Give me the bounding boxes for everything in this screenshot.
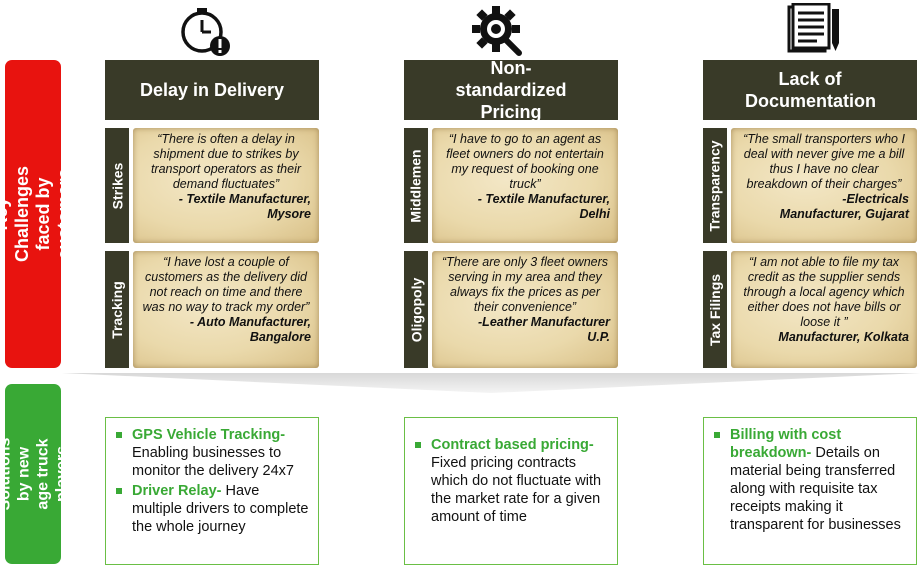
gear-magnifier-icon bbox=[470, 4, 524, 58]
quote-source: -Leather Manufacturer U.P. bbox=[478, 315, 610, 344]
quote-text: “There are only 3 fleet owners serving i… bbox=[441, 255, 609, 314]
quote-card: “There is often a delay in shipment due … bbox=[133, 128, 319, 243]
solution-item: Contract based pricing- Fixed pricing co… bbox=[415, 436, 611, 526]
tab-label: Oligopoly bbox=[408, 277, 424, 342]
solution-item: Billing with cost breakdown- Details on … bbox=[714, 426, 910, 534]
tab-label: Middlemen bbox=[408, 148, 424, 223]
solution-item: Driver Relay- Have multiple drivers to c… bbox=[116, 482, 312, 536]
solution-title: Contract based pricing- bbox=[431, 437, 594, 453]
quote-card: “I have lost a couple of customers as th… bbox=[133, 251, 319, 368]
header-lack-of-documentation: Lack of Documentation bbox=[703, 60, 917, 120]
quote-card: “The small transporters who I deal with … bbox=[731, 128, 917, 243]
challenges-banner-label: Key Challenges faced by customers bbox=[0, 165, 74, 263]
tab-tracking: Tracking bbox=[105, 251, 129, 368]
solution-text: Fixed pricing contracts which do not flu… bbox=[431, 455, 602, 525]
solution-text: Details on material being transferred al… bbox=[730, 445, 901, 533]
quote-source: - Auto Manufacturer, Bangalore bbox=[189, 315, 311, 344]
tab-oligopoly: Oligopoly bbox=[404, 251, 428, 368]
challenges-banner: Key Challenges faced by customers bbox=[0, 60, 74, 368]
solution-box-documentation: Billing with cost breakdown- Details on … bbox=[703, 417, 917, 565]
section-divider bbox=[62, 373, 920, 393]
header-label: Non-standardized Pricing bbox=[455, 58, 567, 122]
tab-tax-filings: Tax Filings bbox=[703, 251, 727, 368]
solution-text: Have multiple drivers to complete the wh… bbox=[132, 483, 309, 535]
quote-text: “I have to go to an agent as fleet owner… bbox=[446, 132, 604, 191]
solution-box-delivery: GPS Vehicle Tracking- Enabling businesse… bbox=[105, 417, 319, 565]
quote-card: “There are only 3 fleet owners serving i… bbox=[432, 251, 618, 368]
quote-text: “There is often a delay in shipment due … bbox=[150, 132, 302, 191]
solutions-banner-label: Solutions by new age truck players bbox=[0, 437, 71, 511]
header-label: Lack of Documentation bbox=[745, 69, 877, 111]
tab-middlemen: Middlemen bbox=[404, 128, 428, 243]
tab-label: Transparency bbox=[707, 139, 723, 232]
tab-label: Strikes bbox=[109, 162, 126, 209]
solution-title: GPS Vehicle Tracking- bbox=[132, 427, 286, 443]
quote-source: Manufacturer, Kolkata bbox=[778, 330, 909, 344]
solution-title: Billing with cost breakdown- bbox=[730, 427, 842, 461]
header-non-standardized-pricing: Non-standardized Pricing bbox=[404, 58, 618, 122]
quote-card: “I have to go to an agent as fleet owner… bbox=[432, 128, 618, 243]
header-delay-in-delivery: Delay in Delivery bbox=[105, 60, 319, 120]
tab-label: Tracking bbox=[109, 280, 125, 339]
document-pen-icon bbox=[787, 3, 843, 55]
header-label: Delay in Delivery bbox=[139, 80, 285, 100]
tab-strikes: Strikes bbox=[105, 128, 129, 243]
quote-source: - Textile Manufacturer, Delhi bbox=[477, 192, 610, 221]
quote-source: - Textile Manufacturer, Mysore bbox=[178, 192, 311, 221]
solution-title: Driver Relay- bbox=[132, 483, 222, 499]
solution-item: GPS Vehicle Tracking- Enabling businesse… bbox=[116, 426, 312, 480]
quote-text: “I am not able to file my tax credit as … bbox=[743, 255, 905, 329]
quote-text: “I have lost a couple of customers as th… bbox=[142, 255, 310, 314]
quote-card: “I am not able to file my tax credit as … bbox=[731, 251, 917, 368]
solution-box-pricing: Contract based pricing- Fixed pricing co… bbox=[404, 417, 618, 565]
clock-alert-icon bbox=[178, 4, 234, 58]
tab-label: Tax Filings bbox=[707, 273, 723, 346]
quote-source: -Electricals Manufacturer, Gujarat bbox=[779, 192, 909, 221]
solutions-banner: Solutions by new age truck players bbox=[0, 384, 70, 564]
quote-text: “The small transporters who I deal with … bbox=[743, 132, 905, 191]
tab-transparency: Transparency bbox=[703, 128, 727, 243]
solution-text: Enabling businesses to monitor the deliv… bbox=[132, 445, 294, 479]
